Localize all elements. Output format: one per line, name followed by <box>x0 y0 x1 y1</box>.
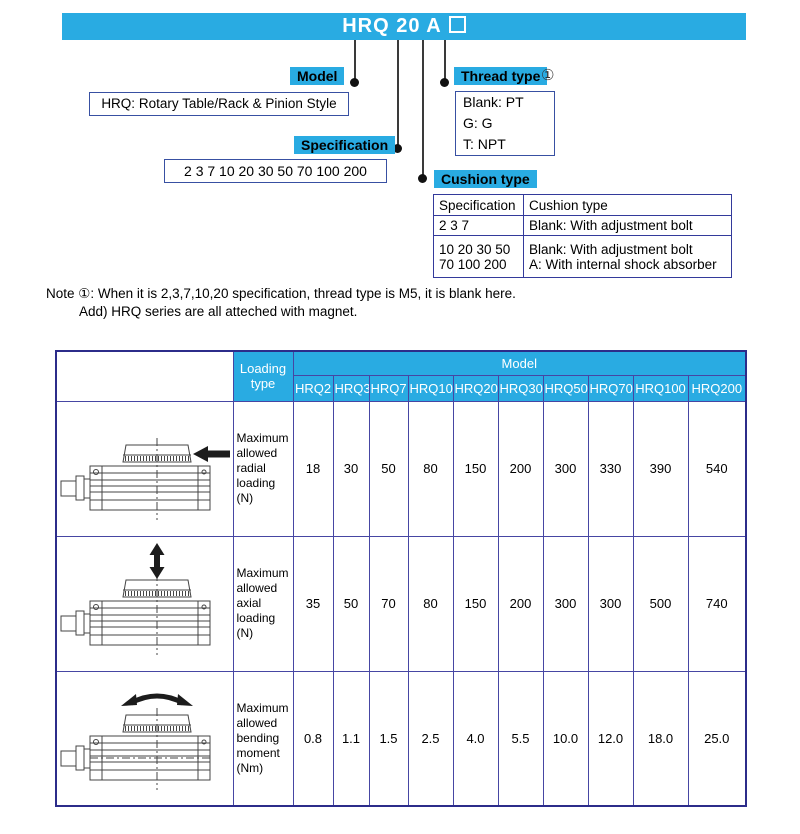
cushion-row2-spec-line1: 10 20 30 50 <box>439 241 511 257</box>
model-code-text: HRQ 20 A <box>342 15 442 37</box>
axial-value-hrq7: 70 <box>368 535 409 672</box>
thread-type-label: Thread type <box>454 67 548 85</box>
axial-value-hrq100: 500 <box>632 535 689 672</box>
model-header-hrq20: HRQ20 <box>452 374 499 402</box>
thread-option-g: G: G <box>463 115 493 131</box>
axial-value-hrq20: 150 <box>452 535 499 672</box>
specification-values-box: 2 3 7 10 20 30 50 70 100 200 <box>164 159 387 183</box>
bending-value-hrq2: 0.8 <box>292 670 334 807</box>
bending-value-hrq70: 12.0 <box>587 670 634 807</box>
model-header-hrq10: HRQ10 <box>407 374 454 402</box>
model-group-header: Model <box>292 350 747 376</box>
radial-value-hrq50: 300 <box>542 400 589 537</box>
radial-value-hrq20: 150 <box>452 400 499 537</box>
radial-value-hrq100: 390 <box>632 400 689 537</box>
bending-value-hrq50: 10.0 <box>542 670 589 807</box>
model-header-hrq30: HRQ30 <box>497 374 544 402</box>
cushion-row2-spec: 10 20 30 50 70 100 200 <box>433 235 524 278</box>
radial-value-hrq70: 330 <box>587 400 634 537</box>
radial-value-hrq7: 50 <box>368 400 409 537</box>
model-header-hrq200: HRQ200 <box>687 374 747 402</box>
bending-value-hrq10: 2.5 <box>407 670 454 807</box>
axial-value-hrq70: 300 <box>587 535 634 672</box>
axial-value-hrq10: 80 <box>407 535 454 672</box>
connector-line-model <box>354 40 356 80</box>
model-header-hrq50: HRQ50 <box>542 374 589 402</box>
model-code-banner: HRQ 20 A <box>62 13 746 40</box>
cushion-type-label: Cushion type <box>434 170 537 188</box>
radial-value-hrq2: 18 <box>292 400 334 537</box>
axial-value-hrq200: 740 <box>687 535 747 672</box>
bending-value-hrq7: 1.5 <box>368 670 409 807</box>
model-header-hrq3: HRQ3 <box>332 374 370 402</box>
bending-moment-diagram <box>60 693 211 790</box>
radial-load-diagram-cell <box>55 400 234 537</box>
axial-value-hrq50: 300 <box>542 535 589 672</box>
connector-dot-thread <box>440 78 449 87</box>
loading-type-column-header: Loading type <box>232 350 294 402</box>
radial-value-hrq200: 540 <box>687 400 747 537</box>
connector-dot-specification <box>393 144 402 153</box>
thread-option-pt: Blank: PT <box>463 94 524 110</box>
thread-type-note-ref: ① <box>541 67 555 84</box>
radial-arrow-icon <box>193 446 231 462</box>
axial-load-diagram-cell <box>55 535 234 672</box>
thread-option-npt: T: NPT <box>463 136 506 152</box>
table-corner-cell <box>55 350 234 402</box>
radial-value-hrq10: 80 <box>407 400 454 537</box>
connector-line-cushion <box>422 40 424 176</box>
note-line-2: Add) HRQ series are all atteched with ma… <box>79 304 358 319</box>
loading-table: Loading type Model HRQ2 HRQ3 HRQ7 HRQ10 … <box>55 350 748 807</box>
cushion-row2-cushion: Blank: With adjustment bolt A: With inte… <box>523 235 732 278</box>
cushion-row2-cushion-line1: Blank: With adjustment bolt <box>529 241 693 257</box>
cushion-row2-spec-line2: 70 100 200 <box>439 256 507 272</box>
model-header-hrq7: HRQ7 <box>368 374 409 402</box>
bending-value-hrq100: 18.0 <box>632 670 689 807</box>
cushion-row1-spec: 2 3 7 <box>433 215 524 236</box>
loading-type-radial: Maximum allowed radial loading (N) <box>232 400 294 537</box>
bending-value-hrq30: 5.5 <box>497 670 544 807</box>
bending-value-hrq3: 1.1 <box>332 670 370 807</box>
thread-type-options-box: Blank: PT G: G T: NPT <box>455 91 555 156</box>
note-line-1: Note ①: When it is 2,3,7,10,20 specifica… <box>46 286 516 301</box>
loading-type-bending: Maximum allowed bending moment (Nm) <box>232 670 294 807</box>
cushion-table-header-spec: Specification <box>433 194 524 216</box>
radial-load-diagram <box>60 438 231 520</box>
radial-value-hrq3: 30 <box>332 400 370 537</box>
axial-value-hrq2: 35 <box>292 535 334 672</box>
cushion-row2-cushion-line2: A: With internal shock absorber <box>529 256 717 272</box>
model-header-hrq70: HRQ70 <box>587 374 634 402</box>
bending-moment-diagram-cell <box>55 670 234 807</box>
model-header-hrq100: HRQ100 <box>632 374 689 402</box>
loading-type-axial: Maximum allowed axial loading (N) <box>232 535 294 672</box>
cushion-row1-cushion: Blank: With adjustment bolt <box>523 215 732 236</box>
cushion-table-header-cushion: Cushion type <box>523 194 732 216</box>
connector-line-thread <box>444 40 446 80</box>
model-header-hrq2: HRQ2 <box>292 374 334 402</box>
bending-value-hrq20: 4.0 <box>452 670 499 807</box>
model-label: Model <box>290 67 345 85</box>
connector-dot-model <box>350 78 359 87</box>
bending-arrow-icon <box>121 693 194 706</box>
model-description-box: HRQ: Rotary Table/Rack & Pinion Style <box>89 92 349 116</box>
bending-value-hrq200: 25.0 <box>687 670 747 807</box>
blank-option-square-icon <box>448 16 466 33</box>
radial-value-hrq30: 200 <box>497 400 544 537</box>
axial-arrow-icon <box>149 543 165 579</box>
connector-dot-cushion <box>418 174 427 183</box>
connector-line-specification <box>397 40 399 146</box>
axial-load-diagram <box>60 543 211 655</box>
cushion-type-table: Specification Cushion type 2 3 7 Blank: … <box>433 194 732 278</box>
axial-value-hrq30: 200 <box>497 535 544 672</box>
specification-label: Specification <box>294 136 396 154</box>
axial-value-hrq3: 50 <box>332 535 370 672</box>
